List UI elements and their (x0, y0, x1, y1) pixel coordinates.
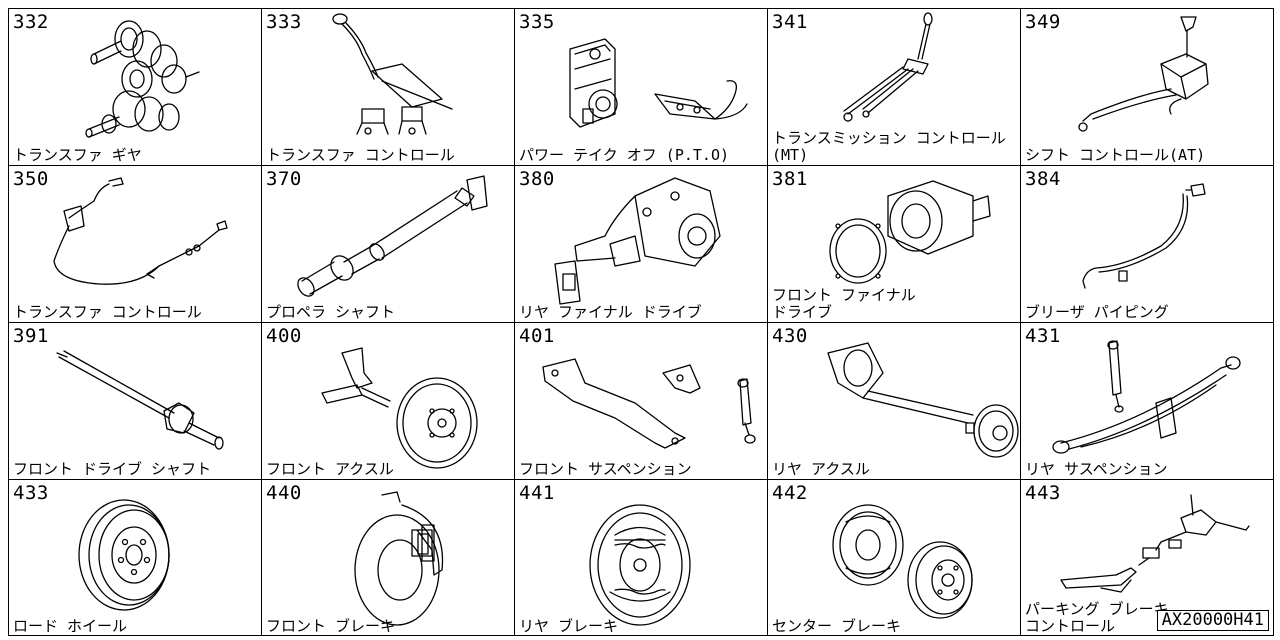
part-name: リヤ サスペンション (1025, 460, 1168, 478)
part-number: 401 (519, 325, 555, 347)
part-cell-401[interactable]: 401 フロント サスペンション (515, 323, 768, 480)
part-name: パワー テイク オフ (P.T.O) (519, 146, 730, 164)
breather-piping-icon (1082, 183, 1206, 289)
part-name: リヤ ファイナル ドライブ (519, 303, 702, 321)
part-name: トランスファ ギヤ (13, 146, 142, 164)
part-cell-381[interactable]: 381 フロント ファイナル ドライブ (768, 166, 1021, 323)
part-cell-430[interactable]: 430 リヤ アクスル (768, 323, 1021, 480)
propeller-shaft-icon (297, 175, 488, 297)
part-cell-349[interactable]: 349 シフト コントロール(AT) (1021, 9, 1275, 166)
transmission-control-mt-icon (843, 12, 933, 122)
part-cell-335[interactable]: 335 パワー テイク オフ (P.T.O) (515, 9, 768, 166)
part-number: 431 (1025, 325, 1061, 347)
part-name: プロペラ シャフト (266, 303, 396, 321)
front-suspension-icon (542, 358, 756, 449)
rear-suspension-icon (1052, 340, 1241, 454)
front-final-drive-icon (829, 180, 991, 284)
part-name: リヤ アクスル (772, 460, 870, 478)
part-name: トランスファ コントロール (13, 303, 202, 321)
part-number: 333 (266, 11, 302, 33)
part-name: フロント ドライブ シャフト (13, 460, 212, 478)
part-name: ロード ホイール (13, 617, 128, 635)
front-axle-icon (321, 347, 478, 469)
transfer-gear-icon (85, 20, 200, 138)
part-number: 400 (266, 325, 302, 347)
rear-axle-icon (827, 342, 1019, 458)
part-cell-370[interactable]: 370 プロペラ シャフト (262, 166, 515, 323)
parts-index-grid: 332 トランスファ ギヤ 333 トランスファ コントロール (8, 8, 1274, 636)
part-number: 349 (1025, 11, 1061, 33)
part-name: リヤ ブレーキ (519, 617, 619, 635)
part-number: 430 (772, 325, 808, 347)
part-name: フロント アクスル (266, 460, 394, 478)
part-cell-400[interactable]: 400 フロント アクスル (262, 323, 515, 480)
road-wheel-icon (78, 499, 170, 611)
shift-control-at-icon (1078, 16, 1209, 132)
part-cell-333[interactable]: 333 トランスファ コントロール (262, 9, 515, 166)
transfer-control-icon (332, 13, 453, 135)
part-cell-380[interactable]: 380 リヤ ファイナル ドライブ (515, 166, 768, 323)
part-cell-350[interactable]: 350 トランスファ コントロール (9, 166, 262, 323)
part-number: 380 (519, 168, 555, 190)
part-cell-441[interactable]: 441 リヤ ブレーキ (515, 480, 768, 637)
part-name: フロント ファイナル ドライブ (772, 286, 916, 321)
part-name: トランスミッション コントロール (MT) (772, 129, 1006, 164)
part-number: 350 (13, 168, 49, 190)
center-brake-icon (832, 504, 973, 619)
part-number: 335 (519, 11, 555, 33)
part-number: 341 (772, 11, 808, 33)
part-number: 443 (1025, 482, 1061, 504)
part-number: 442 (772, 482, 808, 504)
front-drive-shaft-icon (56, 350, 224, 450)
part-name: トランスファ コントロール (266, 146, 455, 164)
part-cell-443[interactable]: 443 パーキング ブレーキ コントロール (1021, 480, 1275, 637)
front-brake-icon (354, 491, 444, 626)
rear-final-drive-icon (554, 177, 721, 305)
part-name: フロント サスペンション (519, 460, 692, 478)
part-cell-433[interactable]: 433 ロード ホイール (9, 480, 262, 637)
part-cell-440[interactable]: 440 フロント ブレーキ (262, 480, 515, 637)
part-name: センター ブレーキ (772, 617, 902, 635)
part-number: 391 (13, 325, 49, 347)
power-take-off-icon (569, 38, 748, 128)
parking-brake-control-icon (1060, 494, 1250, 593)
part-number: 381 (772, 168, 808, 190)
part-name: ブリーザ パイピング (1025, 303, 1169, 321)
part-cell-384[interactable]: 384 ブリーザ パイピング (1021, 166, 1275, 323)
part-number: 433 (13, 482, 49, 504)
rear-brake-icon (589, 504, 691, 626)
part-cell-332[interactable]: 332 トランスファ ギヤ (9, 9, 262, 166)
part-number: 384 (1025, 168, 1061, 190)
part-name: シフト コントロール(AT) (1025, 146, 1206, 164)
part-number: 441 (519, 482, 555, 504)
part-name: フロント ブレーキ (266, 617, 396, 635)
catalog-code-box: AX20000H41 (1156, 610, 1269, 631)
part-number: 332 (13, 11, 49, 33)
part-name: パーキング ブレーキ コントロール (1025, 600, 1169, 635)
part-cell-391[interactable]: 391 フロント ドライブ シャフト (9, 323, 262, 480)
part-number: 440 (266, 482, 302, 504)
part-cell-442[interactable]: 442 センター ブレーキ (768, 480, 1021, 637)
part-cell-431[interactable]: 431 リヤ サスペンション (1021, 323, 1275, 480)
transfer-control-cable-icon (53, 177, 228, 285)
part-cell-341[interactable]: 341 トランスミッション コントロール (MT) (768, 9, 1021, 166)
part-number: 370 (266, 168, 302, 190)
